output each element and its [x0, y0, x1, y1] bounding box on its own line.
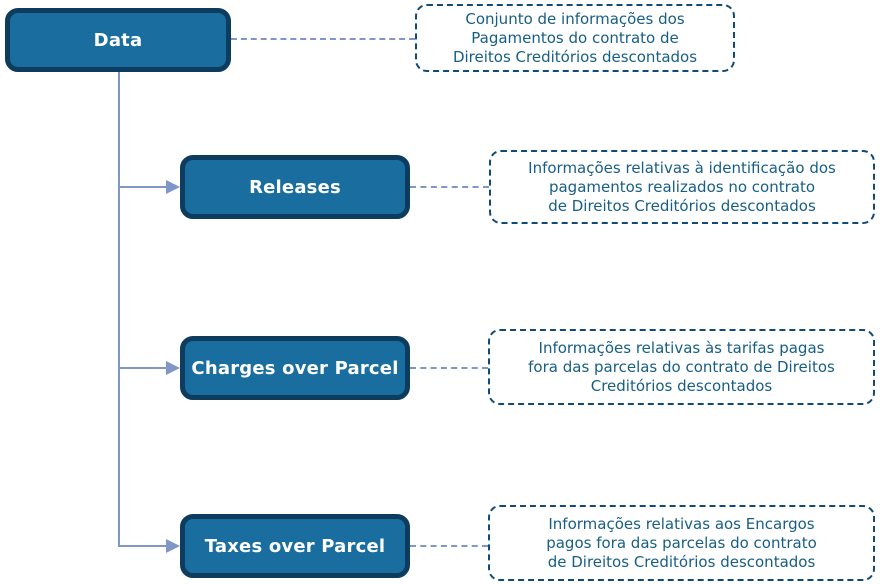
node-data-label: Data [93, 29, 143, 51]
arrowhead-charges-icon [166, 361, 180, 375]
tree-trunk-line [118, 72, 120, 547]
branch-line-charges [118, 367, 166, 369]
note-data-text: Conjunto de informações dos Pagamentos d… [452, 9, 698, 66]
arrowhead-taxes-icon [166, 539, 180, 553]
note-link-data [231, 38, 415, 40]
note-link-releases [410, 186, 489, 188]
note-releases: Informações relativas à identificação do… [489, 150, 875, 224]
node-releases-label: Releases [249, 176, 341, 198]
note-data: Conjunto de informações dos Pagamentos d… [415, 4, 735, 72]
node-releases: Releases [180, 155, 410, 219]
node-taxes-over-parcel-label: Taxes over Parcel [204, 535, 386, 557]
branch-line-releases [118, 186, 166, 188]
note-link-taxes [410, 545, 488, 547]
note-charges-over-parcel: Informações relativas às tarifas pagas f… [488, 329, 875, 405]
note-taxes-over-parcel-text: Informações relativas aos Encargos pagos… [546, 514, 817, 571]
node-charges-over-parcel: Charges over Parcel [180, 336, 410, 400]
note-releases-text: Informações relativas à identificação do… [528, 158, 836, 215]
branch-line-taxes [118, 545, 166, 547]
note-taxes-over-parcel: Informações relativas aos Encargos pagos… [488, 505, 875, 581]
node-charges-over-parcel-label: Charges over Parcel [191, 357, 399, 379]
arrowhead-releases-icon [166, 180, 180, 194]
node-taxes-over-parcel: Taxes over Parcel [180, 514, 410, 578]
node-data: Data [5, 8, 231, 72]
note-link-charges [410, 367, 488, 369]
note-charges-over-parcel-text: Informações relativas às tarifas pagas f… [528, 338, 835, 395]
